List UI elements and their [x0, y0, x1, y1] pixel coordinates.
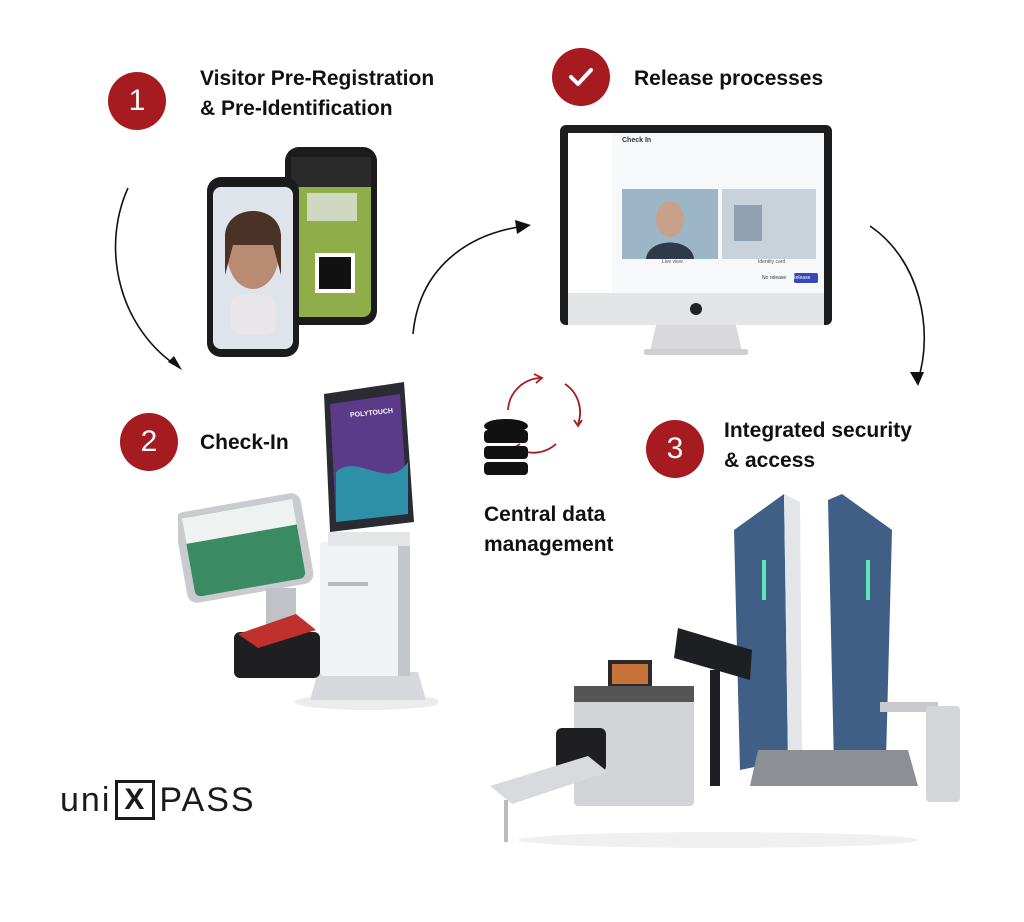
central-title-line-2: management	[484, 533, 614, 556]
step-3-title: Integrated security & access	[724, 416, 912, 476]
step-2-title: Check-In	[200, 428, 289, 458]
monitor-caption-id: Identity card	[758, 259, 786, 265]
logo-text-right: PASS	[159, 780, 256, 819]
release-badge	[552, 48, 610, 106]
step-1-title: Visitor Pre-Registration & Pre-Identific…	[200, 64, 434, 124]
database-icon	[484, 373, 583, 475]
step-1-number: 1	[128, 84, 146, 117]
monitor-caption-live: Live view	[662, 259, 683, 265]
monitor-release-button: Release	[792, 275, 811, 281]
step-2-number: 2	[140, 425, 158, 458]
step-3-title-line-1: Integrated security	[724, 419, 912, 442]
release-title: Release processes	[634, 64, 823, 94]
flow-arrow-2-to-release	[412, 220, 531, 335]
check-in-kiosk-image	[178, 382, 438, 710]
checkmark-icon	[569, 68, 593, 86]
step-2-badge: 2	[120, 413, 178, 471]
step-2-title-line-1: Check-In	[200, 431, 289, 454]
step-3-number: 3	[666, 432, 684, 465]
central-title: Central data management	[484, 500, 614, 560]
step-1-title-line-2: & Pre-Identification	[200, 97, 393, 120]
logo-x-mark: X	[115, 780, 156, 820]
security-gate-image	[490, 494, 960, 848]
monitor-no-release-button: No release	[762, 275, 787, 281]
flow-arrow-1-to-2	[114, 187, 182, 370]
step-1-title-line-1: Visitor Pre-Registration	[200, 67, 435, 90]
release-title-line-1: Release processes	[634, 67, 824, 90]
step-3-badge: 3	[646, 420, 704, 478]
flow-arrow-release-to-3	[869, 225, 926, 386]
central-title-line-1: Central data	[484, 503, 606, 526]
smartphones-image	[207, 147, 377, 357]
step-3-title-line-2: & access	[724, 449, 816, 472]
unixpass-logo: uni X PASS	[60, 780, 256, 820]
monitor-image	[560, 125, 832, 355]
monitor-screen-title: Check In	[622, 137, 652, 144]
step-1-badge: 1	[108, 72, 166, 130]
logo-text-left: uni	[60, 780, 112, 819]
